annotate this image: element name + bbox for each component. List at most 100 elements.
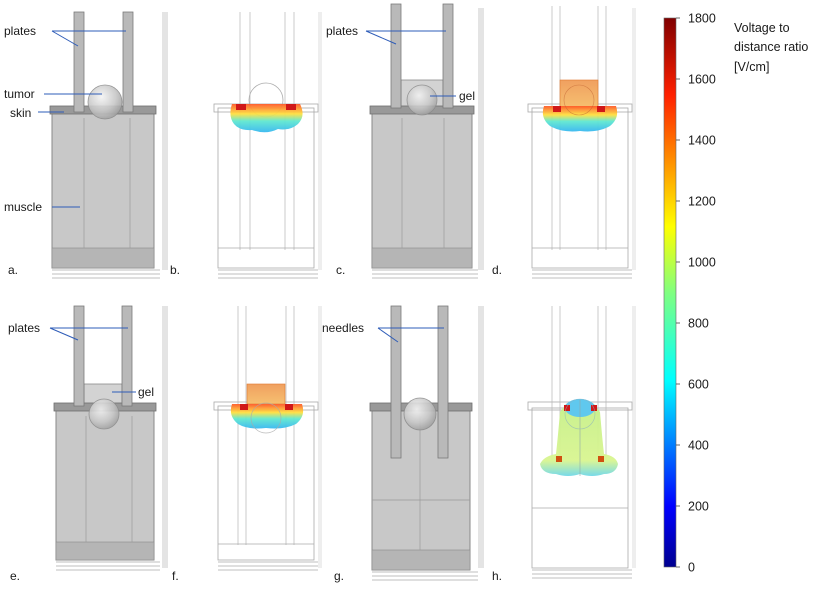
colorbar: 1800 1600 1400 1200 1000 800 600 400 200 0 Voltag… [663,12,808,575]
field-hotspot [236,104,246,110]
panel-f: f. [172,306,322,583]
axis-ticks [372,269,478,279]
tumor-outline [563,84,595,116]
wireframe-block [217,405,315,561]
plate-electrode-left [73,305,85,407]
pointer-plates [49,327,79,341]
side-wall [632,306,636,568]
muscle-block [371,409,471,571]
gel-field [559,79,599,109]
panel-c: plates gel c. [326,3,484,279]
side-wall [162,306,168,568]
axis-ticks [532,569,632,579]
label-plates: plates [8,321,40,335]
plate-electrode-left [73,11,85,113]
label-tumor: tumor [4,87,35,101]
plate-electrode-left [390,3,402,109]
colorbar-ticks: 1800 1600 1400 1200 1000 800 600 400 200 0 [676,12,716,575]
muscle-block [371,111,473,269]
panel-label-e: e. [10,569,20,583]
side-wall [318,306,322,568]
field-region [542,106,618,132]
colorbar-title-line-3: [V/cm] [734,60,769,74]
panel-label-g: g. [334,569,344,583]
label-needles: needles [322,321,364,335]
panel-g: needles g. [322,305,484,583]
side-wall [162,12,168,270]
pointer-plates [51,30,79,47]
tumor-outline [250,402,282,434]
panel-label-c: c. [336,263,345,277]
axis-ticks [218,269,318,279]
pointer-needles [377,327,399,343]
tumor-sphere [87,84,123,120]
panel-label-h: h. [492,569,502,583]
colorbar-tick-label: 800 [688,317,709,331]
colorbar-tick-label: 1800 [688,12,716,26]
colorbar-gradient [663,17,677,568]
wireframe-block [531,107,629,269]
label-plates: plates [326,24,358,38]
colorbar-tick-label: 1000 [688,256,716,270]
panel-h: h. [492,306,636,583]
side-wall [632,8,636,270]
field-region [230,104,303,133]
label-gel: gel [138,385,154,399]
muscle-bottom [51,247,155,269]
field-hotspot [556,456,562,462]
label-skin: skin [10,106,31,120]
panel-a: plates tumor skin muscle a. [4,11,168,279]
field-hotspot [286,104,296,110]
axis-ticks [218,561,318,571]
plate-electrode-right [442,3,454,109]
panel-label-d: d. [492,263,502,277]
muscle-block [51,111,155,269]
colorbar-tick-label: 400 [688,439,709,453]
panel-b: b. [170,12,322,279]
muscle-bottom [55,541,155,561]
muscle-block [55,409,155,561]
plate-electrode-right [121,305,133,407]
side-wall [478,306,484,568]
colorbar-tick-label: 1200 [688,195,716,209]
field-hotspot [598,456,604,462]
colorbar-tick-label: 0 [688,561,695,575]
field-hotspot [285,404,293,410]
panel-label-f: f. [172,569,179,583]
side-wall [478,8,484,270]
axis-ticks [56,561,160,571]
field-hotspot [597,106,605,112]
muscle-bottom [371,247,473,269]
colorbar-tick-label: 1400 [688,134,716,148]
label-muscle: muscle [4,200,42,214]
needle-electrode-right [437,305,449,459]
panel-label-a: a. [8,263,18,277]
axis-ticks [372,571,478,581]
panel-label-b: b. [170,263,180,277]
panel-d: d. [492,6,636,279]
pointer-plates [365,30,397,45]
colorbar-title-line-1: Voltage to [734,21,790,35]
field-hotspot [564,405,570,411]
colorbar-title-line-2: distance ratio [734,40,808,54]
colorbar-tick-label: 600 [688,378,709,392]
field-hotspot [553,106,561,112]
needle-electrode-left [390,305,402,459]
colorbar-tick-label: 1600 [688,73,716,87]
tumor-sphere [88,398,120,430]
field-region [230,404,304,429]
panel-e: plates gel e. [8,305,168,583]
muscle-bottom [371,549,471,571]
label-plates: plates [4,24,36,38]
axis-ticks [52,269,160,279]
label-gel: gel [459,89,475,103]
tumor-sphere [403,397,437,431]
gel-field [246,383,286,405]
side-wall [318,12,322,270]
colorbar-tick-label: 200 [688,500,709,514]
field-hotspot [240,404,248,410]
tumor-sphere [406,84,438,116]
axis-ticks [532,269,632,279]
